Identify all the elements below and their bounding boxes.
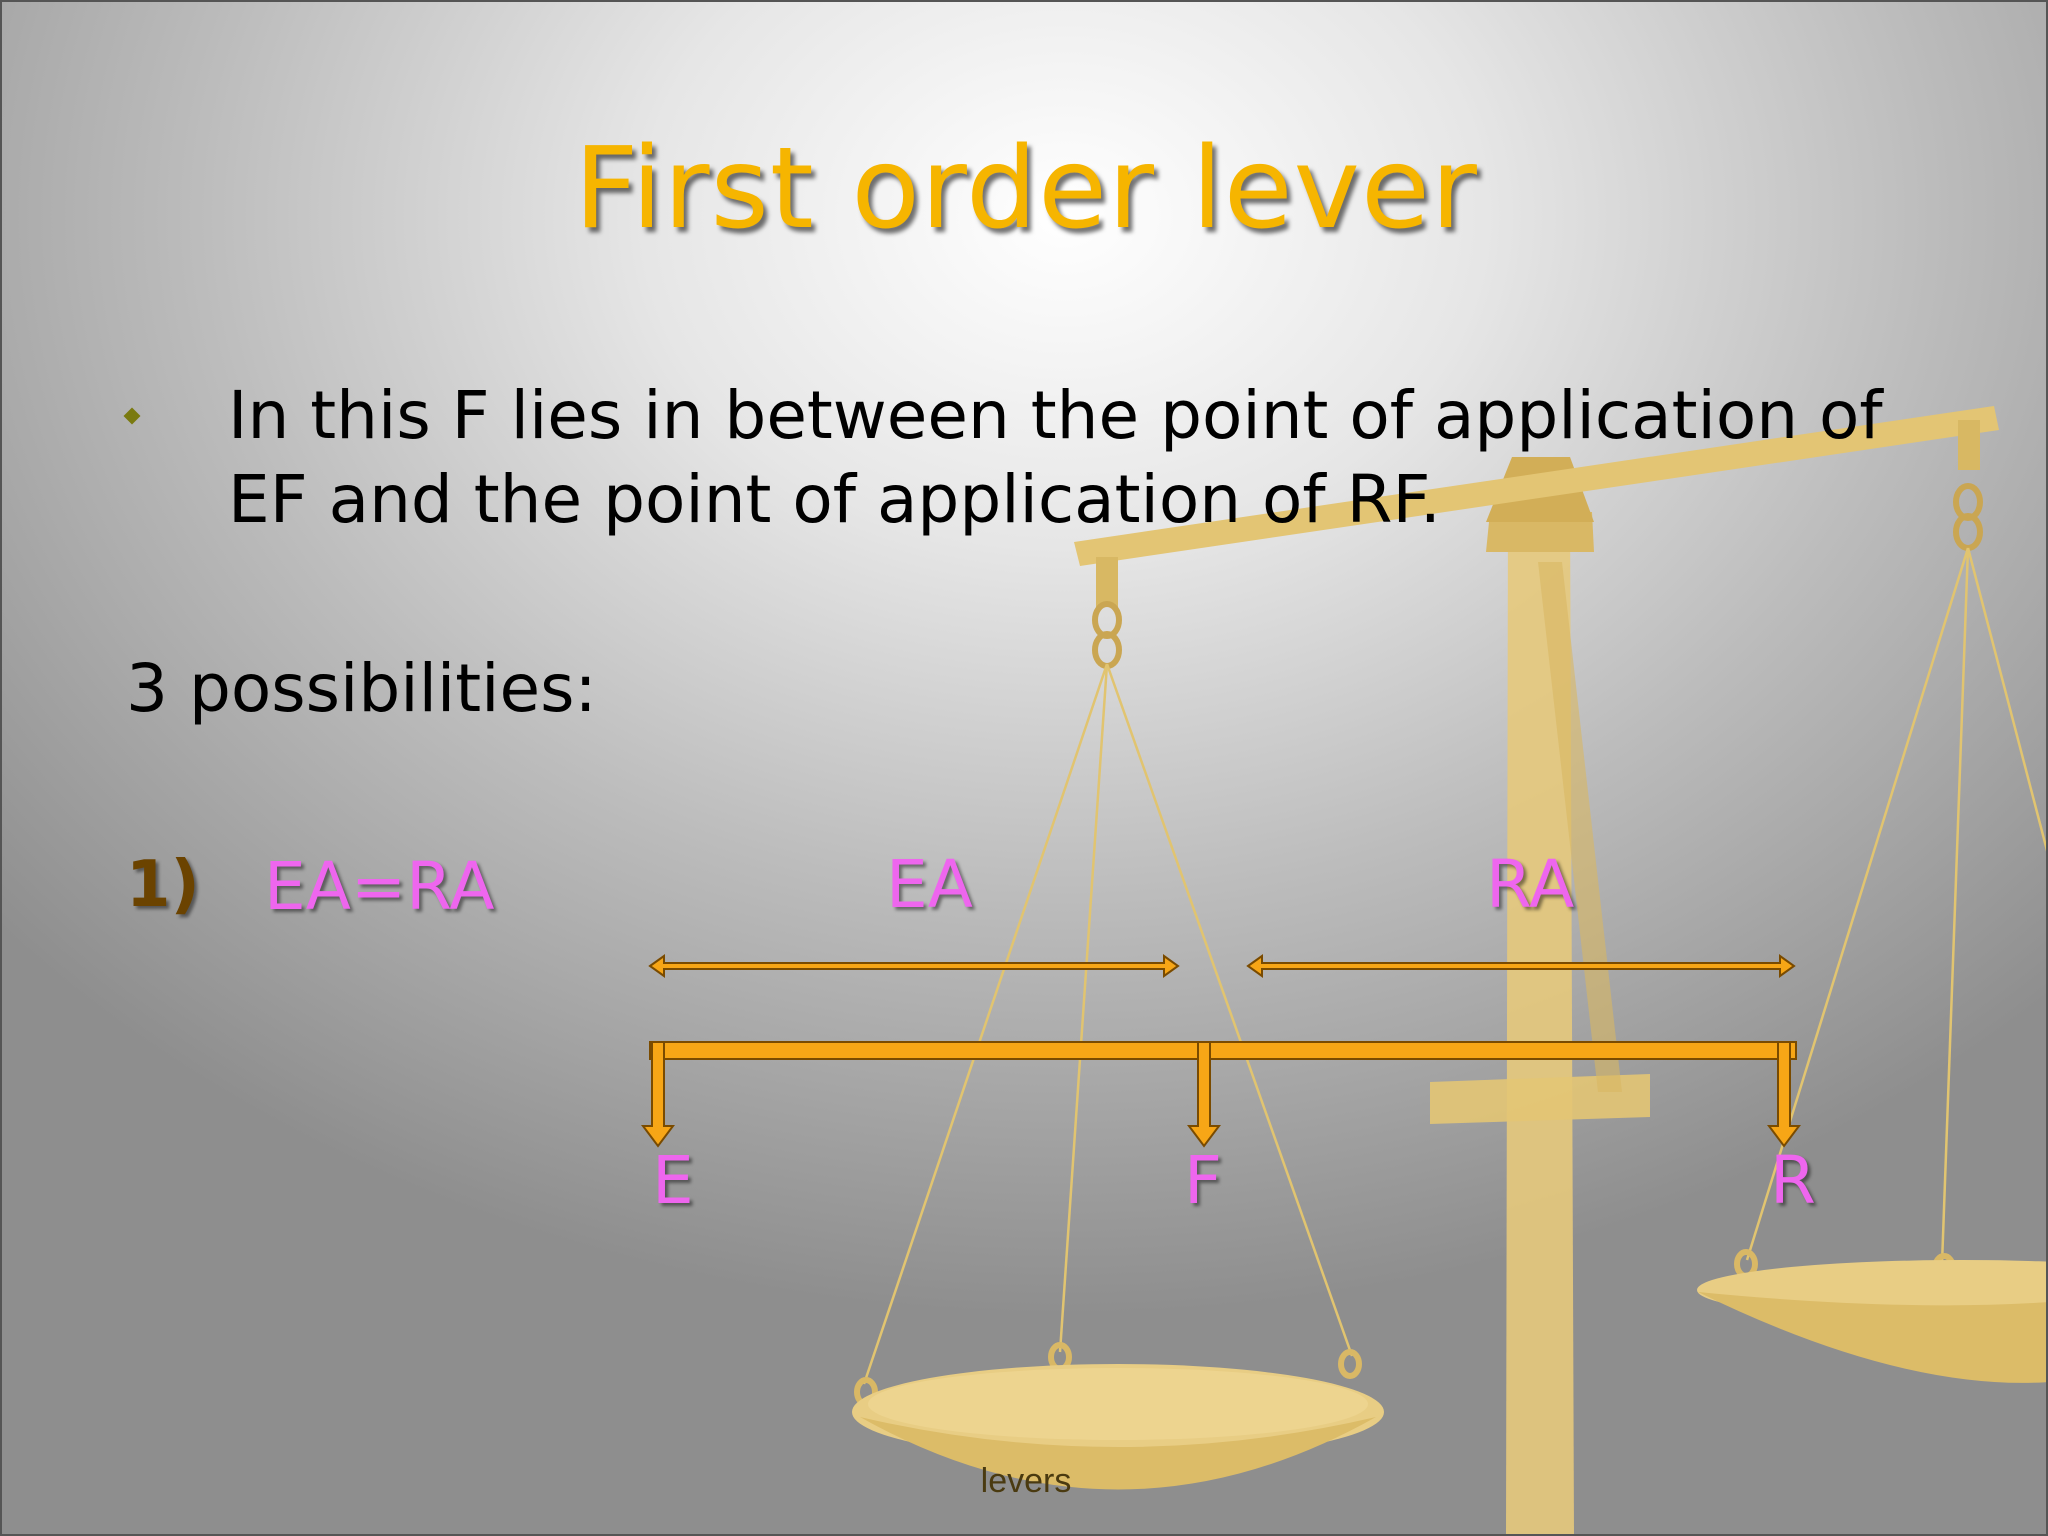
bullet-text: In this F lies in between the point of a…: [228, 374, 1908, 542]
scale-pillar: [1506, 507, 1574, 1534]
fulcrum-point-arrow: [1187, 1041, 1221, 1148]
fulcrum-point-label: F: [1184, 1142, 1222, 1219]
effort-arm-label: EA: [886, 846, 973, 923]
slide-title: First order lever: [574, 124, 1478, 254]
resistance-point-arrow: [1767, 1041, 1801, 1148]
resistance-arm-label: RA: [1486, 846, 1575, 923]
scale-beam: [1074, 406, 1999, 566]
effort-point-label: E: [652, 1142, 694, 1219]
item-number: 1): [126, 848, 200, 922]
item-equation: EA=RA: [264, 848, 495, 925]
effort-arm-arrow: [648, 954, 1180, 978]
effort-point-arrow: [641, 1041, 675, 1148]
scale-support: [1538, 562, 1622, 1092]
resistance-arm-arrow: [1246, 954, 1796, 978]
resistance-point-label: R: [1770, 1142, 1816, 1219]
left-strings: [862, 663, 1354, 1385]
left-hanger: [1096, 557, 1118, 607]
lever-bar: [649, 1041, 1797, 1060]
scale-base-crossbar: [1430, 1074, 1650, 1124]
slide-footer: levers: [980, 1462, 1072, 1500]
bullet-text-line-2: EF and the point of application of RF.: [228, 461, 1441, 538]
possibilities-heading: 3 possibilities:: [126, 650, 597, 727]
bullet-text-line-1: In this F lies in between the point of a…: [228, 377, 1883, 454]
